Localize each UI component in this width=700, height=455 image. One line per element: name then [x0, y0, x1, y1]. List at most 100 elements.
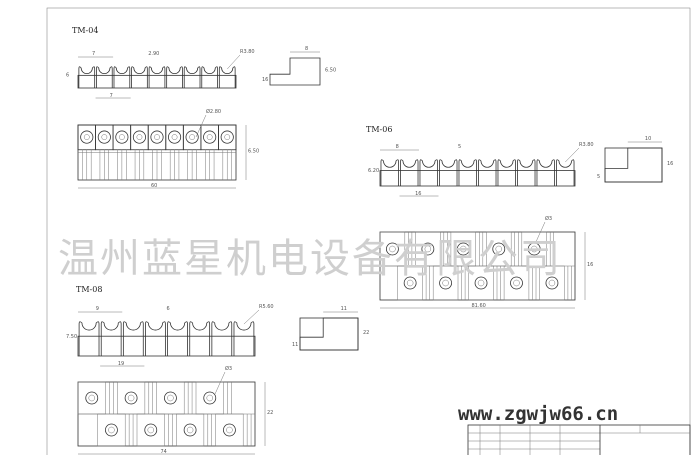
hole-outer	[220, 130, 234, 144]
hole-inner	[88, 394, 96, 402]
hole-outer	[168, 130, 182, 144]
clip-profile	[458, 159, 477, 186]
hole-inner	[226, 426, 233, 434]
dimension-label: 60	[151, 183, 157, 189]
hole-inner	[119, 134, 125, 140]
side-view-profile	[299, 317, 359, 351]
hole-inner	[206, 134, 213, 140]
hole-outer	[105, 423, 118, 437]
clip-profile	[189, 321, 211, 356]
mount-pad	[136, 413, 165, 447]
site-url-watermark: www.zgwjw66.cn	[458, 403, 618, 425]
clip-profile	[419, 159, 438, 186]
mount-pad	[539, 265, 565, 301]
hole-inner	[127, 394, 135, 402]
hole-outer	[164, 391, 177, 405]
clip-profile	[497, 159, 516, 186]
clip-profile	[148, 66, 166, 88]
hole-inner	[108, 426, 115, 434]
hole-inner	[154, 134, 160, 140]
leader-line	[243, 309, 260, 325]
hole-outer	[97, 130, 111, 144]
hole-outer	[421, 242, 435, 256]
mount-pad	[215, 413, 244, 447]
hole-outer	[132, 130, 146, 144]
dimension-label: 5	[458, 144, 461, 150]
clip-profile	[145, 321, 166, 356]
hole-outer	[183, 423, 197, 437]
model-label-tm08: TM-08	[76, 285, 102, 294]
hole-inner	[171, 134, 178, 140]
dimension-label: 7	[110, 93, 113, 99]
dimension-label: 74	[161, 449, 167, 455]
hole-inner	[224, 134, 231, 140]
hole-inner	[548, 279, 556, 287]
hole-outer	[144, 423, 158, 437]
dimension-label: 9	[96, 306, 99, 312]
dimension-label: 8	[396, 144, 399, 150]
dimension-label: 10	[645, 136, 651, 142]
mount-pad	[195, 381, 224, 415]
clip-profile	[183, 66, 201, 88]
dimension-label: 81.60	[472, 303, 486, 309]
hole-inner	[424, 245, 432, 253]
clip-profile	[96, 66, 113, 88]
hole-inner	[83, 134, 90, 140]
side-view-outline	[604, 147, 663, 183]
top-view-base	[77, 335, 256, 357]
mount-pad	[432, 265, 459, 301]
dimension-label: Ø3	[545, 215, 552, 222]
hole-outer	[456, 242, 470, 256]
dimension-label: 6.50	[325, 68, 336, 74]
dimension-label: 6	[66, 73, 69, 79]
hole-outer	[203, 130, 217, 144]
leader-line	[214, 371, 226, 395]
model-label-tm04: TM-04	[72, 26, 98, 35]
hole-outer	[115, 130, 129, 144]
dimension-label: 16	[667, 161, 673, 167]
mount-pad	[521, 231, 547, 267]
hole-inner	[206, 394, 214, 402]
mount-pad	[415, 231, 441, 267]
hole-outer	[527, 242, 541, 256]
dimension-label: Ø2.80	[206, 108, 221, 115]
dimension-label: 16	[587, 262, 593, 268]
hole-inner	[186, 426, 194, 434]
dimension-label: 7.50	[66, 334, 77, 340]
hole-outer	[124, 391, 138, 405]
dimension-label: 6	[167, 306, 170, 312]
side-view-profile	[604, 147, 663, 183]
clip-profile	[233, 321, 255, 356]
clip-profile	[439, 159, 458, 186]
clip-profile	[78, 321, 100, 356]
hole-outer	[185, 130, 199, 144]
hole-inner	[167, 394, 174, 402]
hole-outer	[150, 130, 164, 144]
clip-profile	[166, 66, 183, 88]
hole-outer	[85, 391, 99, 405]
mount-pad	[379, 231, 406, 267]
hole-inner	[442, 279, 449, 287]
clip-profile	[78, 66, 96, 88]
dimension-label: R3.80	[240, 49, 255, 55]
dimension-label: 6.20	[368, 168, 379, 174]
hole-outer	[439, 276, 452, 290]
hole-inner	[147, 426, 155, 434]
hole-inner	[460, 245, 467, 253]
dimension-label: 6.50	[248, 149, 259, 155]
hole-inner	[530, 245, 538, 253]
hole-inner	[513, 279, 520, 287]
mount-pad	[97, 413, 126, 447]
clip-profile	[122, 321, 144, 356]
clip-profile	[380, 159, 399, 186]
dimension-label: 11	[292, 342, 298, 348]
mount-pad	[176, 413, 205, 447]
dimension-label: R3.80	[579, 142, 594, 148]
dimension-label: 2.90	[148, 51, 159, 57]
leader-line	[565, 147, 580, 163]
clip-profile	[201, 66, 218, 88]
dimension-label: 22	[267, 410, 273, 416]
dimension-label: 22	[363, 330, 369, 336]
dimension-label: R5.60	[259, 304, 274, 310]
